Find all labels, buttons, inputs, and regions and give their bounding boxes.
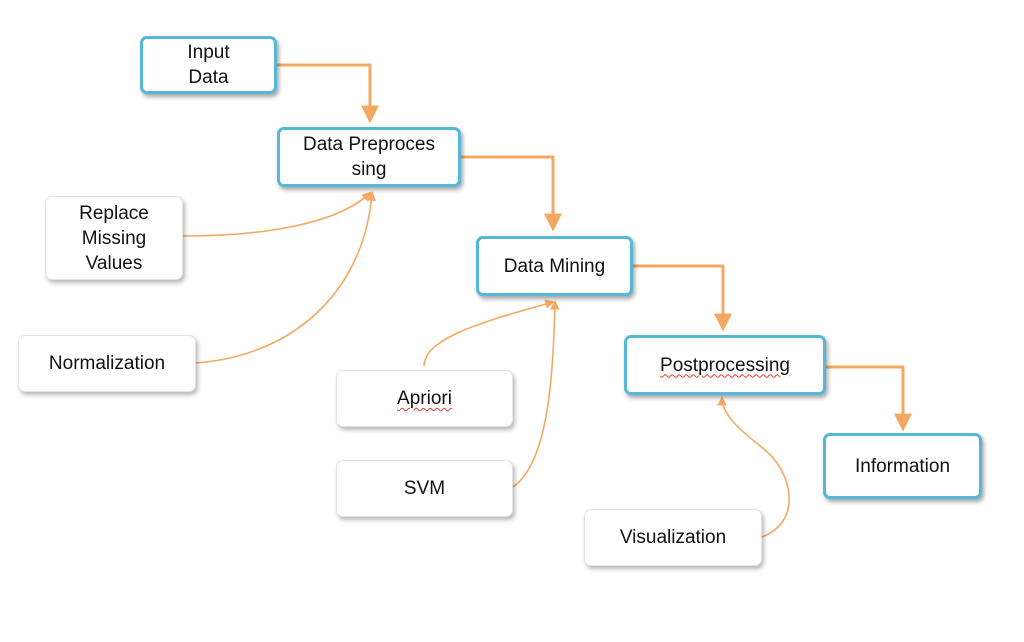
data-preprocessing-label: Data Preproces sing [302,134,435,180]
replace-missing-values-label: Replace Missing Values [79,202,149,274]
curve-replace-to-preprocessing [182,191,372,237]
input-data-node[interactable]: Input Data [140,36,277,94]
curve-apriori-to-mining [423,299,555,367]
apriori-node[interactable]: Apriori [336,370,513,427]
normalization-label: Normalization [48,353,166,374]
replace-missing-values-node[interactable]: Replace Missing Values [45,196,183,280]
curve-svm-to-mining [512,300,560,488]
input-data-label: Input Data [187,42,230,88]
postprocessing-label: Postprocessing [660,354,790,376]
data-preprocessing-node[interactable]: Data Preproces sing [277,127,461,187]
information-node[interactable]: Information [823,433,982,499]
arrow-input-to-preprocessing [277,63,379,124]
arrow-mining-to-postprocessing [633,264,732,332]
normalization-node[interactable]: Normalization [18,335,196,392]
curve-visualization-to-postprocessing [717,396,790,538]
svm-label: SVM [403,478,446,499]
arrow-postprocessing-to-information [826,365,912,432]
svm-node[interactable]: SVM [336,460,513,517]
visualization-node[interactable]: Visualization [584,509,762,566]
data-mining-node[interactable]: Data Mining [476,236,633,296]
information-label: Information [854,455,951,477]
arrow-preprocessing-to-mining [461,155,562,232]
visualization-label: Visualization [619,527,727,548]
data-mining-label: Data Mining [503,255,606,277]
curve-normalization-to-preprocessing [195,191,377,364]
apriori-label: Apriori [397,388,452,409]
postprocessing-node[interactable]: Postprocessing [624,335,826,395]
